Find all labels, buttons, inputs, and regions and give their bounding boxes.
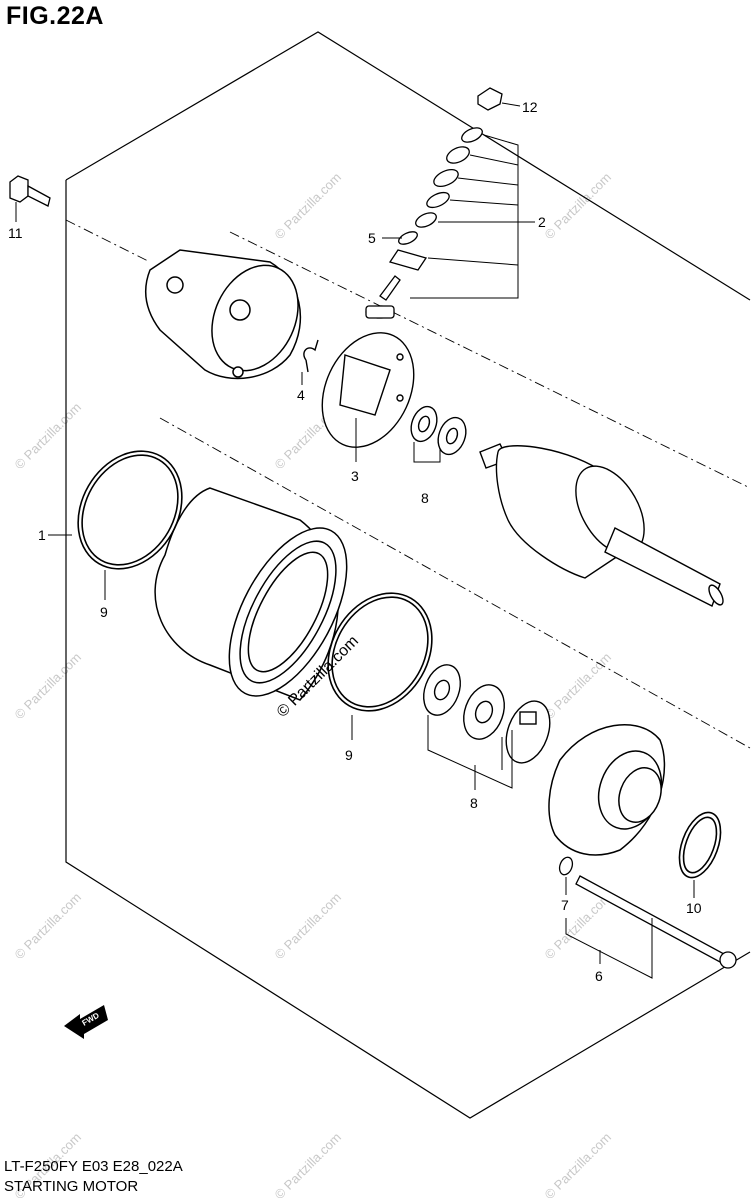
callout-4: 4: [297, 387, 305, 403]
part-spring: [303, 339, 319, 373]
watermark-text: © Partzilla.com: [12, 890, 85, 963]
watermark-text: © Partzilla.com: [542, 170, 615, 243]
part-small-washer: [558, 856, 574, 876]
part-o-ring: [678, 811, 722, 879]
callout-5: 5: [368, 230, 376, 246]
callout-1: 1: [38, 527, 46, 543]
callout-7: 7: [561, 897, 569, 913]
part-washer-stack: [388, 127, 483, 271]
part-front-bracket: [144, 249, 302, 380]
part-terminal-bolt: [365, 275, 401, 319]
figure-title: FIG.22A: [6, 2, 104, 30]
fwd-arrow-icon: FWD: [64, 1005, 108, 1039]
part-end-cover: [548, 723, 666, 856]
part-bolt: [9, 175, 51, 207]
model-code: LT-F250FY E03 E28_022A: [4, 1158, 183, 1175]
callout-labels: 1 2 3 4 5 6 7 8 8 9 9 10 11 12: [8, 99, 702, 984]
callout-12: 12: [522, 99, 538, 115]
callout-8-upper: 8: [421, 490, 429, 506]
part-washer: [410, 405, 467, 456]
part-armature: [479, 443, 724, 607]
part-housing: [154, 487, 348, 701]
part-brush-plate: [321, 332, 415, 448]
watermark-text: © Partzilla.com: [272, 890, 345, 963]
callout-2: 2: [538, 214, 546, 230]
part-through-bolt: [575, 875, 737, 969]
part-nut: [477, 87, 503, 111]
callout-9-lower: 9: [345, 747, 353, 763]
part-washer: [423, 664, 505, 740]
diagram-subtitle: STARTING MOTOR: [4, 1178, 139, 1195]
watermark-text: © Partzilla.com: [272, 1130, 345, 1200]
callout-9-upper: 9: [100, 604, 108, 620]
part-lock-plate: [505, 700, 551, 764]
callout-10: 10: [686, 900, 702, 916]
assembly-frame: [65, 31, 751, 1119]
watermark-text: © Partzilla.com: [12, 650, 85, 723]
callout-3: 3: [351, 468, 359, 484]
leader-lines: [15, 102, 695, 979]
watermark-text: © Partzilla.com: [542, 650, 615, 723]
watermark-text: © Partzilla.com: [272, 170, 345, 243]
callout-11: 11: [8, 225, 23, 241]
guide-lines: [65, 219, 751, 749]
callout-8-lower: 8: [470, 795, 478, 811]
callout-6: 6: [595, 968, 603, 984]
watermark-text: © Partzilla.com: [542, 1130, 615, 1200]
watermark-text: © Partzilla.com: [542, 890, 615, 963]
part-o-ring: [77, 450, 433, 712]
watermark-text: © Partzilla.com: [12, 400, 85, 473]
